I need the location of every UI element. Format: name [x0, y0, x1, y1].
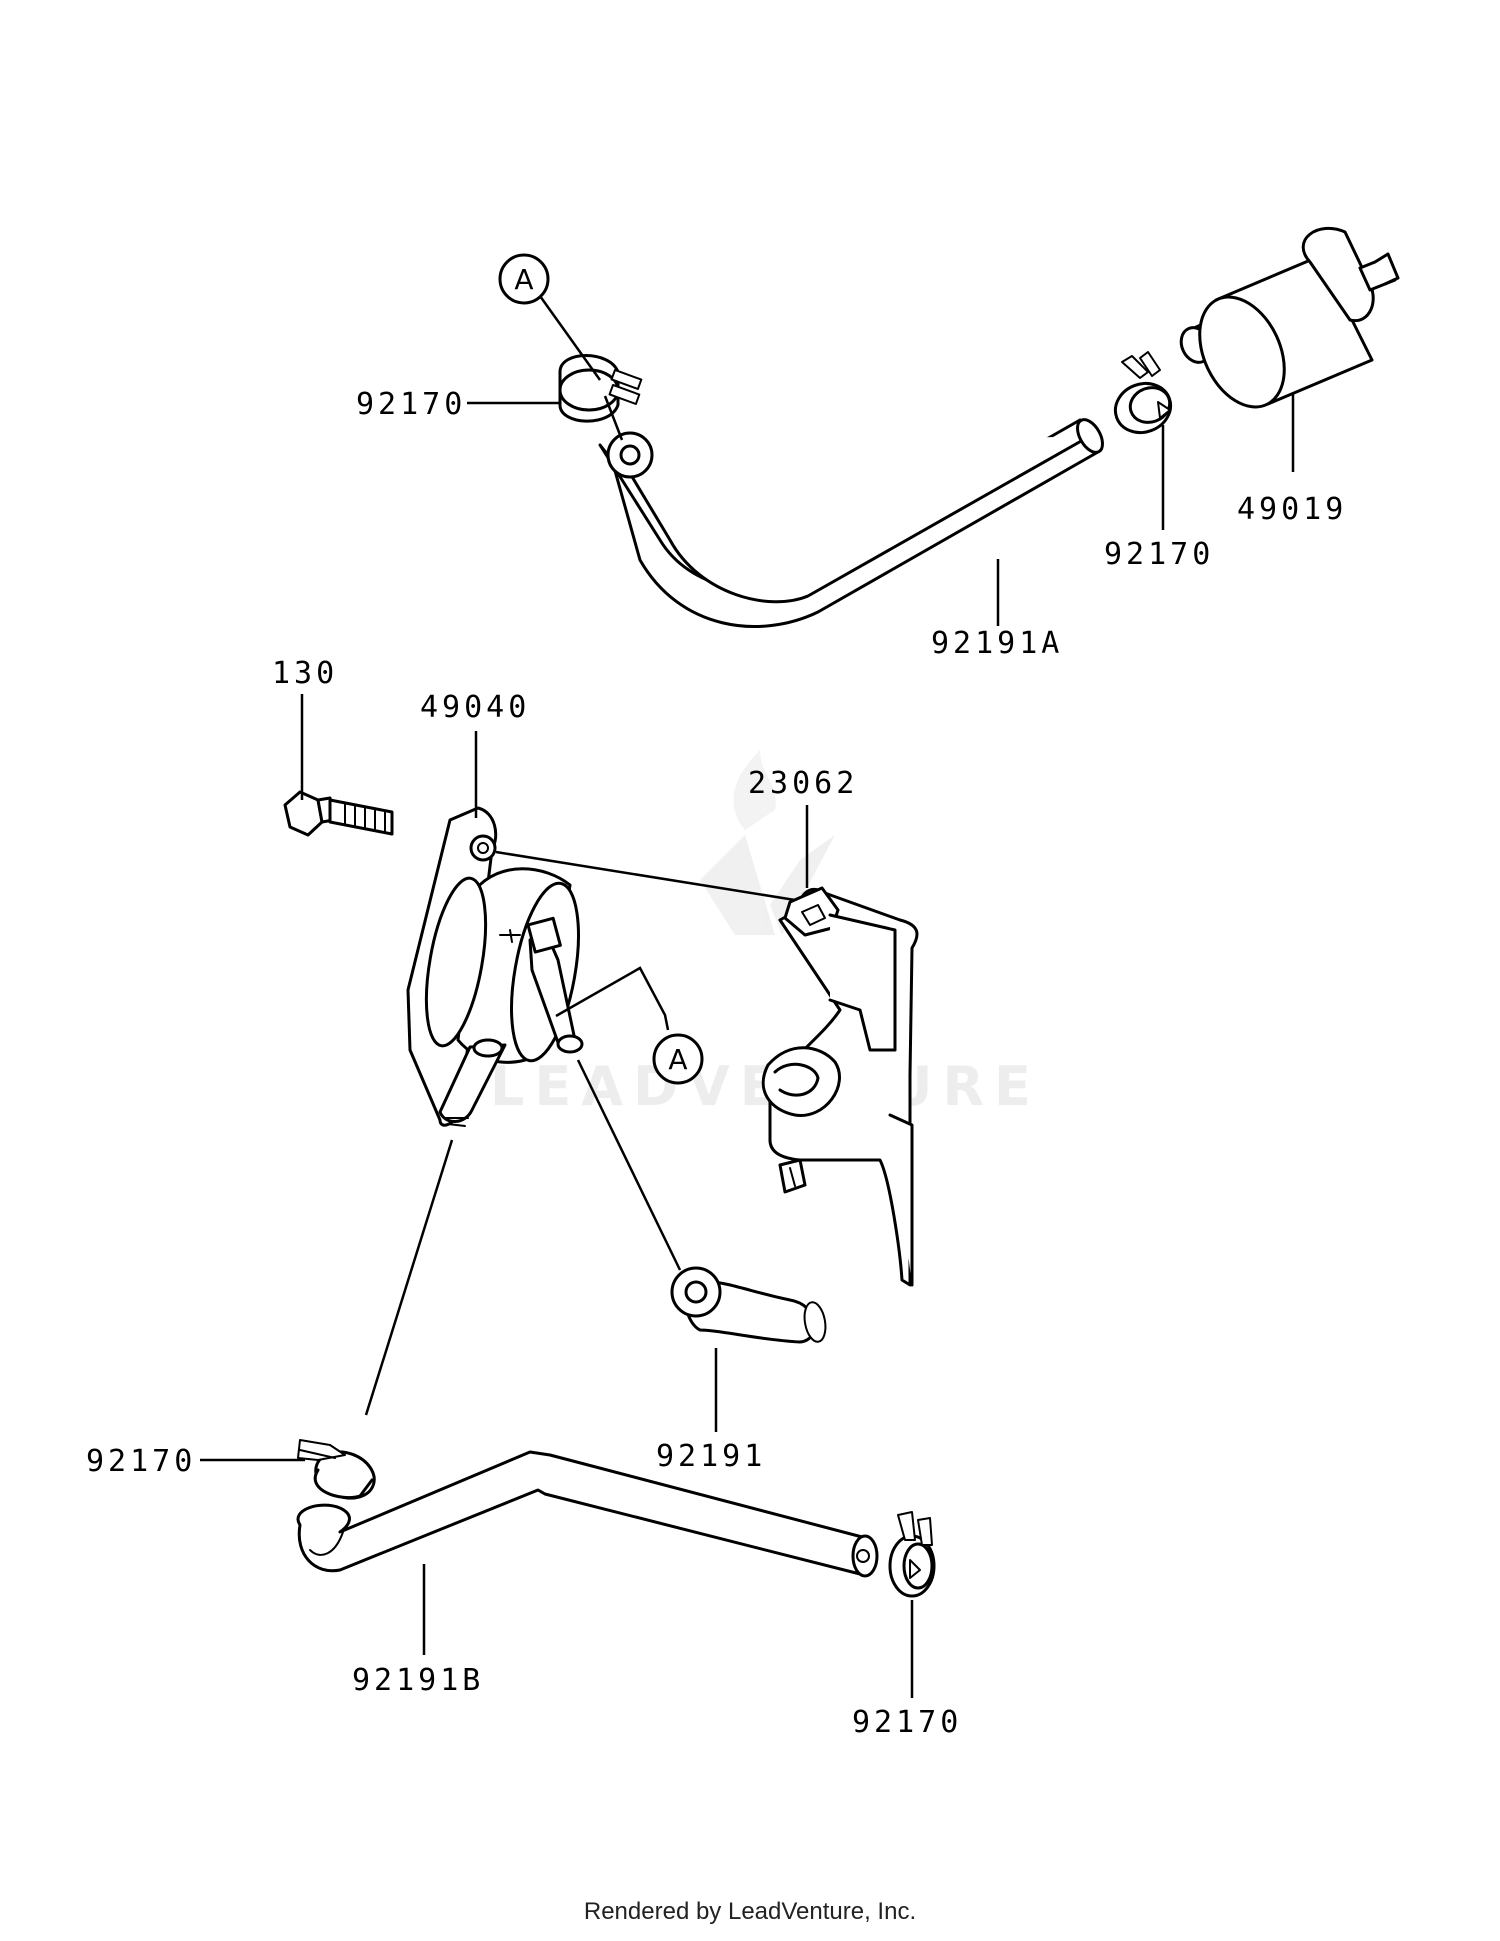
- hose-clamp-bottom-right: [888, 1511, 936, 1598]
- reference-marker-top-letter: A: [514, 263, 533, 296]
- callout-hose-92191a: 92191A: [931, 626, 1063, 661]
- hose-clamp-bottom-left: [297, 1439, 376, 1500]
- callout-labels: 92170 92170 49019 92191A 130 49040 23062…: [86, 387, 1347, 1740]
- callout-hose-92191b: 92191B: [352, 1663, 484, 1698]
- leader-lines: [200, 295, 1295, 1698]
- callout-clamp-top-right: 92170: [1104, 537, 1214, 572]
- fuel-hose-92191b: [296, 1450, 879, 1578]
- callout-clamp-bottom-left: 92170: [86, 1444, 196, 1479]
- callout-clamp-bottom-right: 92170: [852, 1705, 962, 1740]
- callout-hose-92191: 92191: [656, 1439, 766, 1474]
- reference-marker-middle-letter: A: [668, 1043, 687, 1076]
- callout-clamp-top-left: 92170: [356, 387, 466, 422]
- mounting-bracket: [761, 886, 919, 1287]
- footer-credit: Rendered by LeadVenture, Inc.: [583, 1898, 917, 1925]
- reference-marker-top: A: [498, 253, 550, 305]
- callout-fuel-pump: 49040: [420, 690, 530, 725]
- bolt-130: [283, 790, 394, 837]
- callout-bracket: 23062: [748, 766, 858, 801]
- hose-clamp-top-right: [1113, 351, 1173, 435]
- callout-fuel-filter: 49019: [1237, 492, 1347, 527]
- fuel-pump: [406, 806, 584, 1127]
- fuel-hose-92191: [670, 1266, 827, 1344]
- reference-marker-middle: A: [652, 1033, 704, 1085]
- hose-clamp-top-left: [558, 354, 643, 423]
- fuel-hose-92191a: [598, 418, 1104, 628]
- fuel-filter: [1179, 226, 1400, 409]
- callout-bolt: 130: [272, 656, 338, 691]
